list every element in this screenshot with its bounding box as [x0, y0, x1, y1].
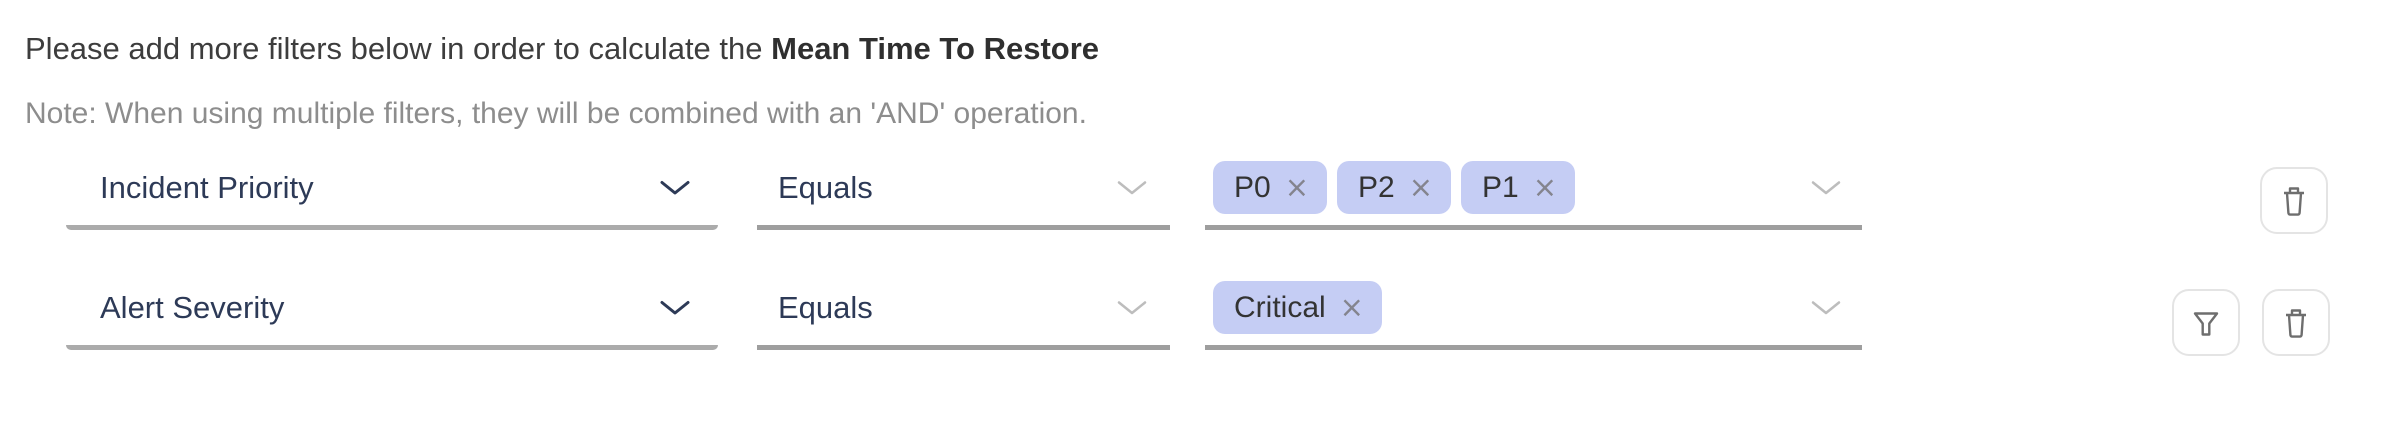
- values-multiselect[interactable]: P0 × P2 × P1 ×: [1205, 150, 1862, 230]
- chevron-down-icon: [1117, 300, 1147, 314]
- close-icon[interactable]: ×: [1532, 170, 1558, 204]
- title-text: Please add more filters below in order t…: [25, 31, 772, 66]
- filter-icon: [2193, 311, 2219, 336]
- selected-values: Critical ×: [1213, 281, 1382, 334]
- close-icon[interactable]: ×: [1284, 170, 1310, 204]
- chevron-down-icon: [660, 180, 690, 194]
- selected-values: P0 × P2 × P1 ×: [1213, 161, 1576, 214]
- value-tag-label: P1: [1482, 170, 1519, 204]
- filters-note: Note: When using multiple filters, they …: [25, 97, 1087, 130]
- value-tag-label: P0: [1234, 170, 1271, 204]
- chevron-down-icon: [660, 300, 690, 314]
- value-tag-label: P2: [1358, 170, 1395, 204]
- close-icon[interactable]: ×: [1408, 170, 1434, 204]
- field-select-value: Alert Severity: [100, 289, 285, 325]
- close-icon[interactable]: ×: [1339, 290, 1364, 324]
- value-tag-label: Critical: [1234, 290, 1326, 324]
- chevron-down-icon: [1811, 180, 1841, 194]
- operator-select-value: Equals: [778, 169, 873, 205]
- values-multiselect[interactable]: Critical ×: [1205, 270, 1862, 350]
- apply-filter-button[interactable]: [2172, 289, 2240, 356]
- delete-filter-button[interactable]: [2262, 289, 2330, 356]
- field-select-incident-priority[interactable]: Incident Priority: [66, 150, 718, 230]
- chevron-down-icon: [1811, 300, 1841, 314]
- title-metric-name: Mean Time To Restore: [771, 31, 1100, 66]
- page-title: Please add more filters below in order t…: [25, 30, 1099, 68]
- value-tag: P2 ×: [1337, 161, 1452, 214]
- field-select-value: Incident Priority: [100, 169, 314, 205]
- value-tag: P1 ×: [1461, 161, 1576, 214]
- value-tag: P0 ×: [1213, 161, 1328, 214]
- operator-select[interactable]: Equals: [757, 150, 1170, 230]
- operator-select-value: Equals: [778, 289, 873, 325]
- value-tag: Critical ×: [1213, 281, 1382, 334]
- chevron-down-icon: [1117, 180, 1147, 194]
- field-select-alert-severity[interactable]: Alert Severity: [66, 270, 718, 350]
- trash-icon: [2284, 186, 2304, 216]
- trash-icon: [2286, 308, 2306, 338]
- operator-select[interactable]: Equals: [757, 270, 1170, 350]
- delete-filter-button[interactable]: [2260, 167, 2328, 234]
